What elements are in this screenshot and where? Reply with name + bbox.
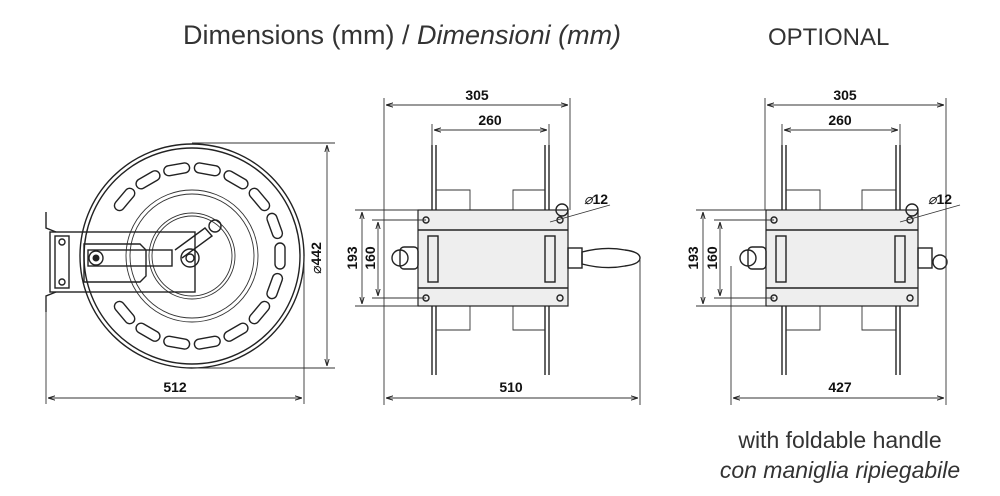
dim-height-outer-label: 193 bbox=[344, 246, 360, 270]
title-english: Dimensions (mm) / bbox=[183, 20, 418, 50]
opt-dim-hole-label: 12 bbox=[936, 191, 952, 207]
reel-slot bbox=[266, 272, 284, 300]
optional-dimensions: 305 260 193 160 ⌀12 427 bbox=[685, 87, 961, 405]
diameter-symbol: ⌀ bbox=[308, 265, 324, 273]
optional-label: OPTIONAL bbox=[768, 24, 890, 51]
reel-slot bbox=[163, 162, 191, 177]
reel-slot bbox=[193, 162, 221, 177]
reel-slot bbox=[248, 187, 271, 212]
reel-slot bbox=[135, 170, 161, 190]
reel-slot bbox=[113, 300, 136, 325]
dim-diameter-label: 442 bbox=[308, 242, 324, 266]
reel-slot bbox=[274, 242, 286, 270]
opt-dim-height-outer-label: 193 bbox=[685, 246, 701, 270]
dim-width-label: 512 bbox=[163, 379, 187, 395]
caption-italian: con maniglia ripiegabile bbox=[719, 457, 961, 483]
dim-height-inner-label: 160 bbox=[362, 246, 378, 270]
svg-text:⌀442: ⌀442 bbox=[308, 242, 324, 274]
caption-english: with foldable handle bbox=[738, 427, 942, 453]
dim-overall-width-label: 305 bbox=[465, 87, 489, 103]
side-view-reel bbox=[45, 143, 305, 369]
title-italian: Dimensioni (mm) bbox=[417, 20, 622, 50]
dim-hole-label: 12 bbox=[592, 191, 608, 207]
reel-slot bbox=[163, 335, 191, 350]
svg-text:⌀12: ⌀12 bbox=[584, 191, 608, 207]
reel-slot bbox=[266, 212, 284, 240]
opt-dim-overall-width-label: 305 bbox=[833, 87, 857, 103]
reel-slot bbox=[193, 335, 221, 350]
reel-slot bbox=[223, 322, 249, 342]
page-title: Dimensions (mm) / Dimensioni (mm) bbox=[183, 20, 621, 51]
reel-slot bbox=[135, 322, 161, 342]
opt-dim-height-inner-label: 160 bbox=[704, 246, 720, 270]
svg-text:⌀12: ⌀12 bbox=[928, 191, 952, 207]
opt-dim-total-width-label: 427 bbox=[828, 379, 852, 395]
reel-slot bbox=[248, 300, 271, 325]
front-dimensions: 305 260 193 160 ⌀12 510 bbox=[344, 87, 641, 405]
front-view-reel bbox=[391, 145, 641, 375]
dimension-512: 512 bbox=[45, 256, 305, 404]
reel-slot bbox=[223, 170, 249, 190]
opt-dim-inner-width-label: 260 bbox=[828, 112, 852, 128]
dim-inner-width-label: 260 bbox=[478, 112, 502, 128]
dimension-diameter-442: ⌀442 bbox=[192, 142, 335, 369]
reel-slot bbox=[113, 187, 136, 212]
dim-total-width-label: 510 bbox=[499, 379, 523, 395]
optional-view-reel bbox=[739, 145, 948, 375]
